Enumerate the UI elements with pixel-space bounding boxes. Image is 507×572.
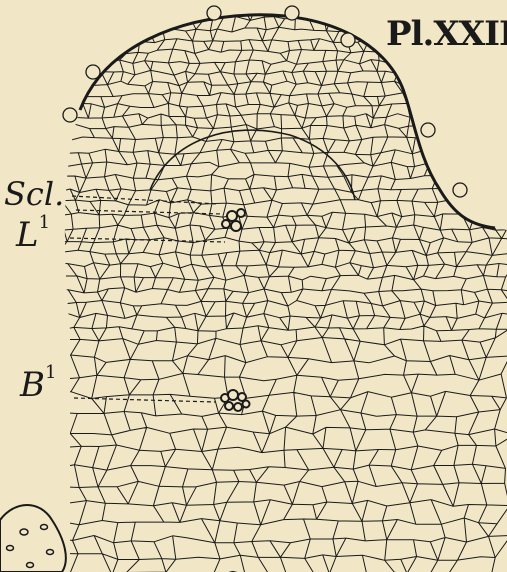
label-l1-superscript: 1 [39, 212, 50, 233]
hair-base [341, 33, 355, 47]
hair-base [421, 123, 435, 137]
tissue-cells [27, 6, 507, 572]
cell-wall-mesh [27, 6, 507, 572]
hair-base [453, 183, 467, 197]
label-b1: B1 [20, 368, 56, 402]
isolated-cell-fragment [0, 505, 66, 572]
hair-base [63, 108, 77, 122]
label-scl-text: Scl. [4, 175, 64, 213]
label-l1: L1 [16, 218, 50, 252]
label-b1-letter: B [20, 365, 45, 405]
plate-title: Pl.XXII. [386, 14, 507, 54]
label-scl: Scl. [4, 178, 64, 210]
hair-base [86, 65, 100, 79]
hair-base [285, 6, 299, 20]
hair-base [207, 6, 221, 20]
label-b1-superscript: 1 [45, 362, 56, 383]
label-l1-letter: L [16, 215, 39, 255]
